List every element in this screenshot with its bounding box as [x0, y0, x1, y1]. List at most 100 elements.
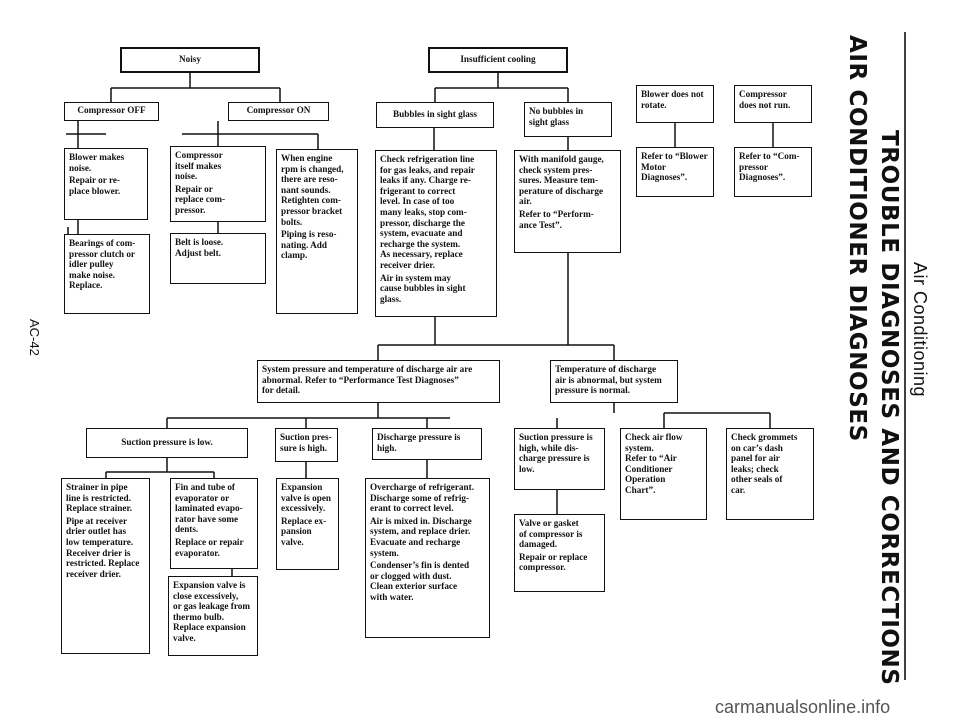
box-suction-low: Suction pressure is low. [86, 428, 248, 458]
box-line: place blower. [69, 185, 121, 196]
box-line: low. [519, 463, 535, 474]
box-line: receiver drier. [66, 568, 121, 579]
box-line: system, and replace drier. [370, 526, 471, 537]
box-line: Refer to “Air [625, 453, 677, 464]
box-line: Pipe at receiver [66, 515, 128, 526]
box-line: on car’s dash [731, 442, 783, 453]
page-subtitle: AIR CONDITIONER DIAGNOSES [844, 35, 870, 442]
box-line: sure is high. [280, 442, 328, 453]
box-line: Discharge pressure is [377, 432, 461, 442]
box-line: or clogged with dust. [370, 570, 452, 581]
box-line: charge pressure is [519, 453, 590, 464]
box-line: Retighten com- [281, 195, 341, 206]
box-system-pressure: System pressure and temperature of disch… [257, 360, 500, 403]
box-line: system. [625, 442, 654, 453]
box-line: evaporator. [175, 547, 220, 558]
box-line: valve. [173, 632, 196, 643]
box-insufficient-cooling: Insufficient cooling [428, 47, 568, 73]
box-line: Diagnoses”. [739, 172, 786, 183]
box-line: Repair or replace [519, 551, 588, 562]
box-line: erant to correct level. [370, 503, 454, 514]
box-line: Valve or gasket [519, 518, 579, 528]
box-line: Compressor ON [246, 105, 311, 116]
box-bubbles: Bubbles in sight glass [376, 102, 494, 128]
box-line: Suction pressure is low. [121, 436, 213, 447]
box-line: Fin and tube of [175, 482, 235, 492]
box-line: Refer to “Perform- [519, 208, 594, 219]
box-line: pressor bracket [281, 205, 343, 216]
box-line: drier outlet has [66, 526, 127, 537]
box-line: Noisy [179, 53, 201, 64]
box-line: laminated evapo- [175, 503, 243, 514]
box-compressor-off: Compressor OFF [64, 102, 159, 121]
box-line: Check grommets [731, 432, 798, 442]
box-line: Compressor OFF [77, 105, 146, 116]
box-line: cause bubbles in sight [380, 283, 466, 294]
box-line: pressor, discharge the [380, 217, 465, 228]
box-line: system. [370, 547, 399, 558]
box-line: with water. [370, 591, 414, 602]
box-line: there are reso- [281, 174, 338, 185]
box-line: leaks if any. Charge re- [380, 175, 471, 186]
box-line: for gas leaks, and repair [380, 164, 475, 175]
box-line: Condenser’s fin is dented [370, 560, 470, 571]
box-line: pressor [739, 161, 768, 172]
box-line: compressor. [519, 562, 566, 573]
box-line: itself makes [175, 160, 222, 171]
box-line: pressor. [175, 204, 206, 215]
box-line: Adjust belt. [175, 247, 221, 258]
box-belt-loose: Belt is loose.Adjust belt. [170, 233, 266, 284]
box-line: valve is open [281, 492, 332, 503]
box-line: car. [731, 484, 746, 495]
box-line: pressor clutch or [69, 248, 136, 259]
box-line: As necessary, replace [380, 249, 463, 260]
box-line: Bubbles in sight glass [393, 108, 477, 119]
box-manifold-gauge: With manifold gauge,check system pres-su… [514, 150, 621, 253]
box-line: line is restricted. [66, 492, 131, 503]
box-line: Conditioner [625, 463, 673, 474]
box-line: bolts. [281, 216, 303, 227]
box-line: Operation [625, 474, 666, 485]
box-line: evaporator or [175, 492, 230, 503]
box-line: pansion valve. [281, 526, 312, 547]
box-line: nant sounds. [281, 184, 331, 195]
box-line: frigerant to correct [380, 185, 456, 196]
box-line: for detail. [262, 385, 301, 396]
box-line: air. [519, 196, 532, 207]
box-line: recharge the system. [380, 238, 461, 249]
box-line: other seals of [731, 474, 783, 485]
box-line: glass. [380, 293, 402, 304]
box-line: level. In case of too [380, 196, 455, 207]
box-line: Suction pressure is [519, 432, 593, 442]
box-line: thermo bulb. [173, 611, 225, 622]
box-line: Blower does not [641, 89, 704, 99]
box-line: Blower makes [69, 152, 125, 162]
box-suction-high: Suction pres-sure is high. [275, 428, 338, 462]
box-line: restricted. Replace [66, 558, 140, 569]
box-line: Clean exterior surface [370, 581, 458, 592]
box-line: With manifold gauge, [519, 154, 604, 164]
box-line: Replace expansion [173, 622, 246, 633]
box-line: Strainer in pipe [66, 482, 128, 492]
box-line: Receiver drier is [66, 547, 131, 558]
box-line: Repair or re- [69, 175, 121, 186]
box-line: many leaks, stop com- [380, 206, 467, 217]
box-line: receiver drier. [380, 259, 435, 270]
box-line: noise. [175, 171, 198, 182]
box-line: system, evacuate and [380, 228, 463, 239]
box-line: Refer to “Blower [641, 151, 708, 161]
box-line: ance Test”. [519, 219, 562, 230]
